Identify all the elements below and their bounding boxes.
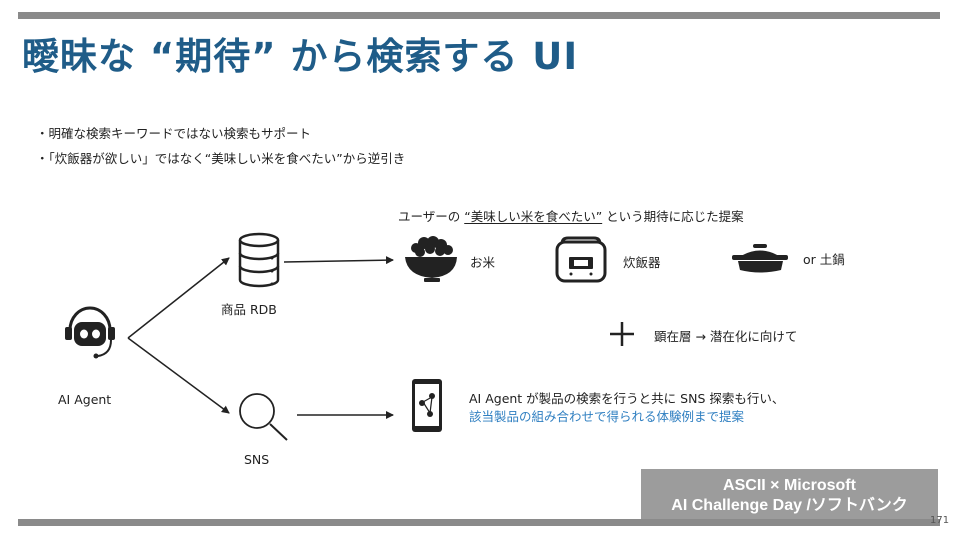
- badge-line-2: AI Challenge Day /ソフトバンク: [671, 497, 908, 514]
- headline-emphasis: “美味しい米を食べたい”: [464, 209, 603, 224]
- database-icon: [238, 232, 280, 288]
- event-badge: ASCII × Microsoft AI Challenge Day /ソフトバ…: [641, 469, 938, 521]
- ai-agent-label: AI Agent: [58, 392, 112, 407]
- headline-suffix: という期待に応じた提案: [602, 209, 744, 224]
- sns-note-line-1: AI Agent が製品の検索を行うと共に SNS 探索も行い、: [469, 391, 785, 406]
- top-divider-bar: [18, 12, 940, 19]
- rice-cooker-icon: [555, 236, 607, 283]
- headline-prefix: ユーザーの: [398, 209, 465, 224]
- ai-agent-robot-icon: [65, 306, 115, 359]
- sns-label: SNS: [244, 452, 270, 467]
- proposal-headline: ユーザーの “美味しい米を食べたい” という期待に応じた提案: [398, 206, 744, 225]
- slide-title: 曖昧な “期待” から検索する UI: [22, 35, 579, 78]
- rdb-label: 商品 RDB: [221, 302, 277, 317]
- bullet-1: ・明確な検索キーワードではない検索もサポート: [36, 126, 312, 141]
- sns-note-line-2: 該当製品の組み合わせで得られる体験例まで提案: [469, 409, 745, 424]
- product-clay-pot-label: or 土鍋: [803, 252, 845, 267]
- bullet-2: ・「炊飯器が欲しい」ではなく“美味しい米を食べたい”から逆引き: [36, 151, 406, 166]
- arrow-rdb-to-products: [283, 256, 394, 265]
- rice-bowl-icon: [405, 236, 457, 282]
- product-rice-label: お米: [470, 255, 496, 270]
- search-magnifier-icon: [239, 393, 288, 441]
- page-number: 171: [930, 515, 950, 526]
- badge-line-1: ASCII × Microsoft: [723, 477, 856, 494]
- bottom-divider-bar: [18, 519, 940, 526]
- arrow-agent-to-sns: [127, 337, 230, 414]
- product-rice-cooker-label: 炊飯器: [623, 255, 661, 270]
- clay-pot-icon: [732, 244, 788, 273]
- smartphone-network-icon: [412, 379, 442, 432]
- arrow-agent-to-rdb: [127, 257, 230, 339]
- plus-note: 顕在層 → 潜在化に向けて: [654, 329, 798, 344]
- plus-icon: [610, 322, 634, 346]
